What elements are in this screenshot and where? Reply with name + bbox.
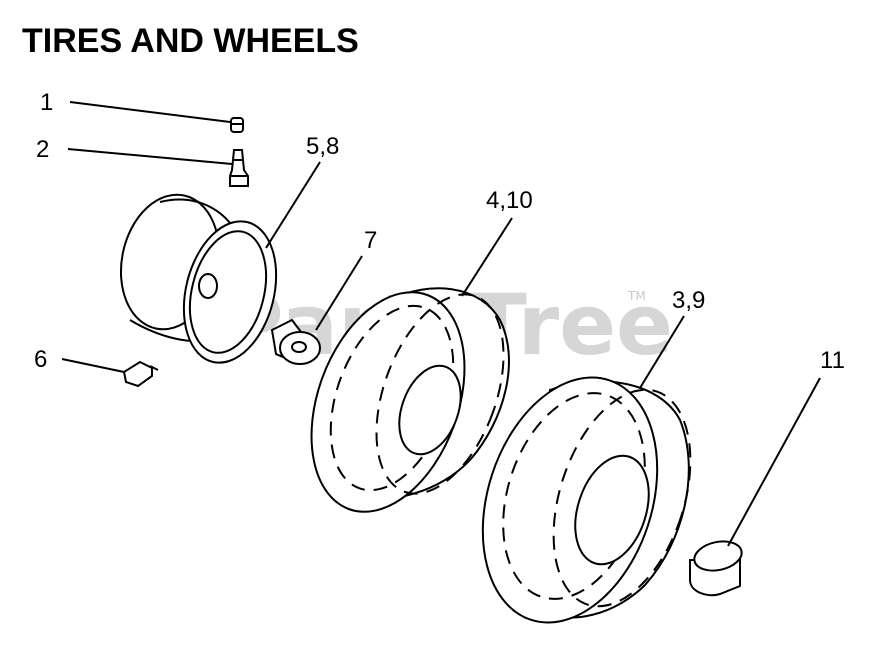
callout-label-7: 7 bbox=[364, 227, 377, 254]
axle-cap-part[interactable] bbox=[689, 537, 744, 597]
leader-line-4-10 bbox=[461, 217, 513, 297]
callout-label-11: 11 bbox=[820, 347, 845, 374]
callout-label-6: 6 bbox=[34, 346, 47, 373]
rear-tire-part[interactable] bbox=[453, 355, 715, 645]
leader-line-11 bbox=[727, 377, 821, 547]
valve-stem-part[interactable] bbox=[229, 149, 249, 187]
valve-cap-part[interactable] bbox=[230, 117, 244, 133]
page-title: TIRES AND WHEELS bbox=[22, 22, 359, 60]
watermark-trademark: TM bbox=[627, 289, 646, 303]
callout-label-5-8: 5,8 bbox=[306, 133, 339, 160]
callout-label-3-9: 3,9 bbox=[672, 287, 705, 314]
callout-label-1: 1 bbox=[40, 89, 53, 116]
bushing-part[interactable] bbox=[270, 318, 321, 365]
front-tire-part[interactable] bbox=[283, 271, 528, 533]
leader-line-3-9 bbox=[639, 315, 685, 389]
leader-line-5-8 bbox=[265, 161, 321, 249]
callout-label-2: 2 bbox=[36, 136, 49, 163]
leader-line-7 bbox=[315, 255, 363, 331]
leader-line-6 bbox=[61, 358, 125, 373]
bolt-fitting-part[interactable] bbox=[122, 360, 159, 388]
wheel-rim-part[interactable] bbox=[109, 186, 290, 373]
leader-line-2 bbox=[67, 148, 233, 165]
callout-label-4-10: 4,10 bbox=[486, 187, 533, 214]
leader-line-1 bbox=[69, 101, 231, 123]
